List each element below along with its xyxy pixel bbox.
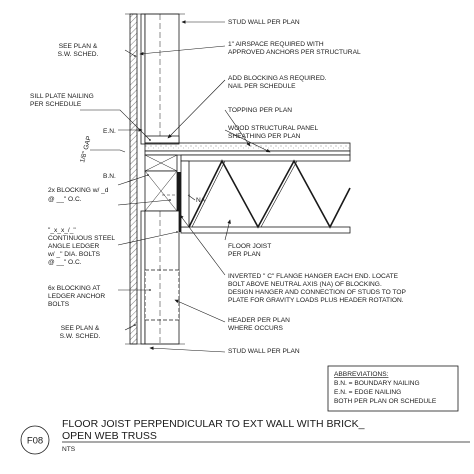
floor-joist-label-2: PER PLAN [228, 251, 261, 258]
topping-label: TOPPING PER PLAN [228, 107, 292, 114]
header-label-2: WHERE OCCURS [228, 325, 284, 332]
blocking6-label-3: BOLTS [48, 301, 70, 308]
blocking-label-1: 2x BLOCKING w/ _d [48, 187, 109, 194]
title-block: F08 FLOOR JOIST PERPENDICULAR TO EXT WAL… [20, 418, 470, 455]
leader-lines [80, 20, 271, 353]
lower-stud-wall [140, 210, 180, 345]
blocking6-label-1: 6x BLOCKING AT [48, 285, 100, 292]
ledger-label-2: CONTINUOUS STEEL [48, 235, 115, 242]
see-plan-bot-2: S.W. SCHED. [60, 333, 101, 340]
floor-joist-label-1: FLOOR JOIST [228, 243, 271, 250]
ledger-label-4: w/ _" DIA. BOLTS [47, 251, 101, 258]
sill-plate-label-2: PER SCHEDULE [30, 101, 82, 108]
open-web-truss [180, 154, 351, 234]
see-plan-top-2: S.W. SCHED. [58, 51, 99, 58]
abbr-both: BOTH PER PLAN OR SCHEDULE [334, 398, 437, 405]
add-blocking-label-1: ADD BLOCKING AS REQUIRED. [228, 75, 327, 82]
bn-label: B.N. [103, 173, 116, 180]
abbreviations-box: ABBREVIATIONS: B.N. = BOUNDARY NAILING E… [327, 365, 459, 412]
abbr-en: E.N. = EDGE NAILING [334, 389, 401, 396]
gap-label: 1/8" GAP [79, 135, 93, 164]
ledger-label-5: @ __" O.C. [48, 259, 82, 266]
detail-title-2: OPEN WEB TRUSS [62, 430, 157, 442]
stud-wall-bot-label: STUD WALL PER PLAN [228, 348, 300, 355]
hanger-label-1: INVERTED " C" FLANGE HANGER EACH END. LO… [228, 273, 399, 280]
detail-title-1: FLOOR JOIST PERPENDICULAR TO EXT WALL WI… [62, 418, 365, 430]
floor-deck [144, 142, 351, 156]
sill-plate-label-1: SILL PLATE NAILING [30, 93, 94, 100]
abbr-title: ABBREVIATIONS: [334, 371, 389, 378]
sheathing-label-2: SHEATHING PER PLAN [228, 133, 301, 140]
right-labels: STUD WALL PER PLAN 1" AIRSPACE REQUIRED … [196, 19, 407, 355]
sheathing-label-1: WOOD STRUCTURAL PANEL [228, 125, 318, 132]
abbr-bn: B.N. = BOUNDARY NAILING [334, 380, 420, 387]
left-labels: SEE PLAN & S.W. SCHED. SILL PLATE NAILIN… [30, 43, 116, 340]
upper-stud-wall [140, 13, 180, 145]
blocking-label-2: @ __" O.C. [48, 196, 82, 203]
detail-scale: NTS [62, 446, 76, 453]
en-label: E.N. [103, 128, 116, 135]
ledger-label-1: "_x_x_/_" [48, 227, 76, 234]
wall-break-lines [125, 13, 185, 345]
hanger-label-3: DESIGN HANGER AND CONNECTION OF STUDS TO… [228, 289, 407, 296]
airspace-label-1: 1" AIRSPACE REQUIRED WITH [228, 41, 324, 48]
hanger-label-2: BOLT ABOVE NEUTRAL AXIS (NA) OF BLOCKING… [228, 281, 382, 288]
see-plan-top-1: SEE PLAN & [59, 43, 98, 50]
stud-wall-top-label: STUD WALL PER PLAN [228, 19, 300, 26]
header-label-1: HEADER PER PLAN [228, 317, 290, 324]
ledger-label-3: ANGLE LEDGER [48, 243, 100, 250]
blocking6-label-2: LEDGER ANCHOR [48, 293, 105, 300]
hanger-label-4: PLATE FOR GRAVITY LOADS PLUS HEADER ROTA… [228, 297, 404, 304]
detail-code: F08 [27, 436, 43, 447]
na-label: NA [196, 197, 206, 204]
rim-blocking [144, 154, 178, 212]
add-blocking-label-2: NAIL PER SCHEDULE [228, 83, 296, 90]
see-plan-bot-1: SEE PLAN & [61, 325, 100, 332]
airspace-label-2: APPROVED ANCHORS PER STRUCTURAL [228, 49, 361, 56]
